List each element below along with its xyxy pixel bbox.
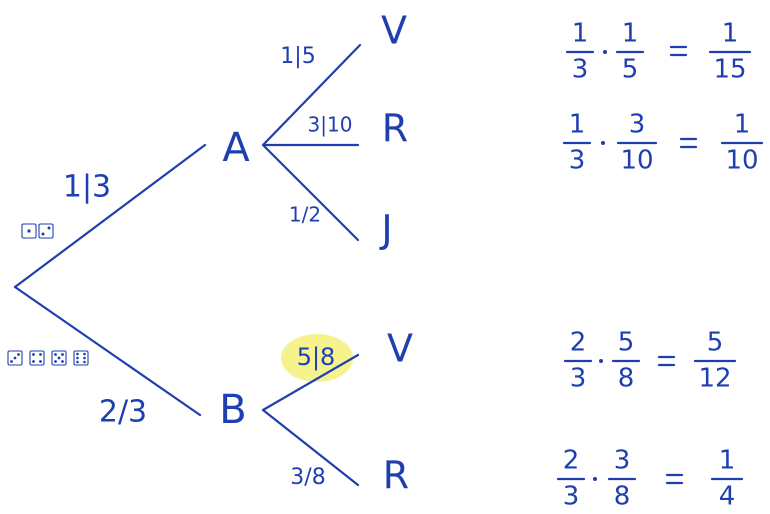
branch-label-b-v: 5|8 — [297, 343, 336, 371]
calculation-row: 1 3 3 10 1 10 — [562, 110, 764, 176]
branch-label-a-j: 1/2 — [289, 203, 321, 227]
factor2-numerator: 3 — [629, 110, 646, 140]
result-denominator: 10 — [725, 146, 758, 176]
leaf-b-r: R — [383, 454, 409, 498]
factor1-denominator: 3 — [569, 146, 586, 176]
factor1-numerator: 1 — [569, 110, 586, 140]
result-numerator: 1 — [722, 19, 739, 49]
branch-label-a-r: 3|10 — [308, 113, 353, 137]
dice-group-b: 3 4 5 6 — [7, 350, 89, 366]
calculation-row: 2 3 5 8 5 12 — [563, 328, 737, 394]
tree-branches — [13, 43, 362, 487]
branch-b-v — [261, 353, 360, 412]
calculation-row: 1 3 1 5 1 15 — [565, 19, 752, 85]
factor1-numerator: 2 — [563, 446, 580, 476]
node-b-label: B — [219, 387, 246, 433]
factor1-denominator: 3 — [563, 482, 580, 512]
multiply-dot — [603, 50, 607, 54]
result-denominator: 12 — [698, 364, 731, 394]
dice-group-a: 1 2 — [21, 223, 54, 239]
die-face-icon: 6 — [73, 350, 89, 366]
factor2-denominator: 5 — [622, 55, 639, 85]
branch-root-b — [13, 285, 202, 417]
branch-a-j — [261, 143, 360, 242]
leaf-a-r: R — [382, 107, 408, 151]
multiply-dot — [601, 141, 605, 145]
branch-label-root-a: 1|3 — [63, 170, 111, 205]
branch-root-a — [13, 143, 207, 289]
factor2-denominator: 8 — [618, 364, 635, 394]
result-numerator: 5 — [707, 328, 724, 358]
die-face-icon: 5 — [51, 350, 67, 366]
factor2-numerator: 1 — [622, 19, 639, 49]
result-denominator: 15 — [713, 55, 746, 85]
die-face-icon: 4 — [29, 350, 45, 366]
factor2-numerator: 5 — [618, 328, 635, 358]
multiply-dot — [593, 477, 597, 481]
node-a-label: A — [222, 125, 250, 171]
leaf-b-v: V — [387, 327, 413, 371]
multiply-dot — [599, 359, 603, 363]
branch-label-root-b: 2/3 — [99, 395, 147, 430]
factor1-denominator: 3 — [570, 364, 587, 394]
branch-label-b-r: 3/8 — [290, 465, 325, 490]
die-face-icon: 1 — [21, 223, 37, 239]
leaf-a-j: J — [379, 208, 392, 252]
factor2-denominator: 10 — [620, 146, 653, 176]
calculation-row: 2 3 3 8 1 4 — [556, 446, 744, 512]
branch-label-a-v: 1|5 — [280, 44, 315, 69]
highlight-marker — [281, 334, 353, 382]
leaf-a-v: V — [381, 9, 407, 53]
factor1-numerator: 1 — [572, 19, 589, 49]
branch-a-v — [261, 43, 362, 147]
factor2-numerator: 3 — [614, 446, 631, 476]
result-denominator: 4 — [719, 482, 736, 512]
result-numerator: 1 — [719, 446, 736, 476]
die-face-icon: 2 — [38, 223, 54, 239]
branch-b-r — [261, 408, 360, 487]
factor1-denominator: 3 — [572, 55, 589, 85]
result-numerator: 1 — [734, 110, 751, 140]
factor2-denominator: 8 — [614, 482, 631, 512]
factor1-numerator: 2 — [570, 328, 587, 358]
die-face-icon: 3 — [7, 350, 23, 366]
